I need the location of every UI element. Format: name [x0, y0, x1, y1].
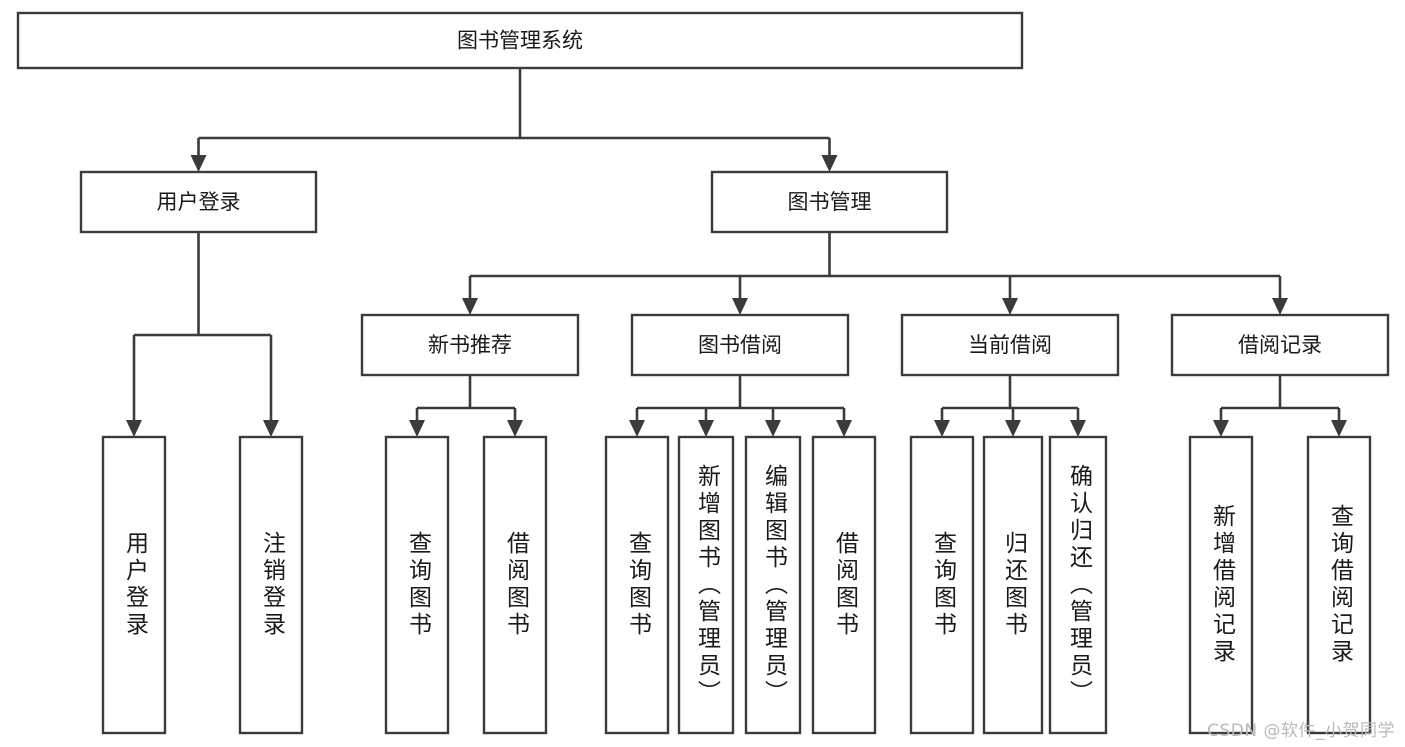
level3-node-1[interactable]: [360, 313, 580, 377]
box-outline: [1306, 435, 1372, 735]
box-outline: [909, 435, 975, 735]
leaf-node-9[interactable]: [909, 435, 975, 735]
root-to-level2-arrow-1: [190, 155, 207, 172]
bookmgmt-to-level3-arrow-1: [462, 298, 478, 315]
leaf-node-1[interactable]: [101, 435, 167, 735]
current-to-leaves-arrow-3: [1070, 420, 1086, 437]
root-to-level2-arrow-2: [821, 155, 838, 172]
login-to-leaves-arrow-2: [263, 420, 279, 437]
record-to-leaves-arrow-2: [1331, 420, 1347, 437]
box-outline: [677, 435, 735, 735]
newbook-to-leaves-arrow-1: [409, 420, 425, 437]
bookmgmt-to-level3-arrow-3: [1002, 298, 1018, 315]
box-outline: [384, 435, 450, 735]
borrow-to-leaves-arrow-2: [698, 420, 714, 437]
leaf-node-2[interactable]: [238, 435, 304, 735]
bookmgmt-to-level3-arrow-4: [1272, 298, 1288, 315]
leaf-node-8[interactable]: [811, 435, 877, 735]
leaf-node-6[interactable]: [677, 435, 735, 735]
borrow-to-leaves-arrow-1: [629, 420, 645, 437]
level3-node-label-2: 图书借阅: [698, 333, 782, 357]
level3-node-3[interactable]: [900, 313, 1120, 377]
level3-node-label-4: 借阅记录: [1238, 333, 1322, 357]
leaf-node-10[interactable]: [982, 435, 1044, 735]
level3-node-4[interactable]: [1170, 313, 1390, 377]
level2-node-label-2: 图书管理: [788, 190, 872, 214]
leaf-node-13[interactable]: [1306, 435, 1372, 735]
leaf-node-11[interactable]: [1048, 435, 1108, 735]
current-to-leaves-arrow-1: [934, 420, 950, 437]
record-to-leaves-arrow-1: [1213, 420, 1229, 437]
box-outline: [630, 313, 850, 377]
box-outline: [360, 313, 580, 377]
box-outline: [101, 435, 167, 735]
level2-node-label-1: 用户登录: [157, 190, 241, 214]
borrow-to-leaves-arrow-3: [765, 420, 781, 437]
leaf-node-7[interactable]: [744, 435, 802, 735]
box-outline: [982, 435, 1044, 735]
connector-layer: [126, 68, 1347, 437]
leaf-node-4[interactable]: [482, 435, 548, 735]
box-outline: [710, 170, 949, 234]
current-to-leaves-arrow-2: [1005, 420, 1021, 437]
box-outline: [744, 435, 802, 735]
level2-node-2[interactable]: [710, 170, 949, 234]
box-outline: [79, 170, 318, 234]
box-outline: [1170, 313, 1390, 377]
login-to-leaves-arrow-1: [126, 420, 142, 437]
box-outline: [604, 435, 670, 735]
level3-node-label-3: 当前借阅: [968, 333, 1052, 357]
root-node-1[interactable]: [16, 11, 1024, 70]
box-outline: [900, 313, 1120, 377]
leaf-node-12[interactable]: [1188, 435, 1254, 735]
box-outline: [1188, 435, 1254, 735]
box-outline: [1048, 435, 1108, 735]
box-outline: [811, 435, 877, 735]
root-node-label-1: 图书管理系统: [457, 29, 583, 53]
leaf-node-3[interactable]: [384, 435, 450, 735]
leaf-node-5[interactable]: [604, 435, 670, 735]
level3-node-label-1: 新书推荐: [428, 333, 512, 357]
level3-node-2[interactable]: [630, 313, 850, 377]
box-layer: [16, 11, 1390, 735]
newbook-to-leaves-arrow-2: [507, 420, 523, 437]
box-outline: [16, 11, 1024, 70]
level2-node-1[interactable]: [79, 170, 318, 234]
box-outline: [482, 435, 548, 735]
borrow-to-leaves-arrow-4: [836, 420, 852, 437]
box-outline: [238, 435, 304, 735]
watermark-text: CSDN @软件_小贺同学: [1207, 721, 1395, 741]
bookmgmt-to-level3-arrow-2: [732, 298, 748, 315]
